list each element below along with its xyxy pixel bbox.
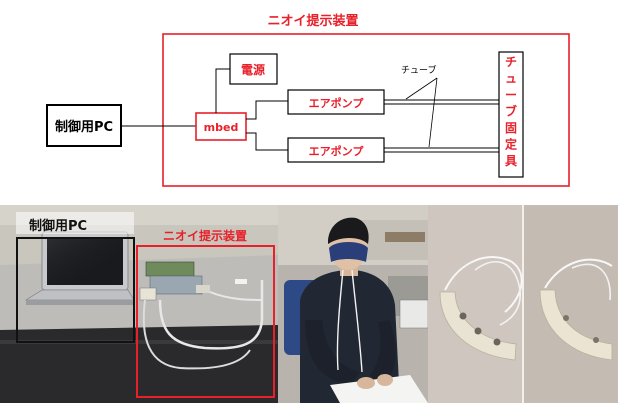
tube-holder-char: 具: [505, 154, 517, 168]
tube-photo-2: [209, 291, 263, 301]
tube-holder-char: ブ: [505, 104, 517, 119]
device-caption: ニオイ提示装置: [163, 228, 247, 243]
air-pump-2-label: エアポンプ: [309, 144, 365, 158]
laptop: [24, 231, 135, 305]
tube-callout-label: チューブ: [401, 64, 436, 76]
device-enclosure: [162, 33, 570, 187]
power-box: [229, 53, 278, 85]
setup-photo: 制御用PC ニオイ提示装置: [0, 205, 278, 403]
air-pump-2-box: [287, 137, 385, 163]
tube-1: [384, 99, 499, 105]
tube-photo-3: [142, 299, 251, 370]
device-hardware: [139, 261, 247, 301]
blindfold: [329, 242, 368, 262]
control-pc-label: 制御用PC: [55, 119, 113, 135]
block-diagram: ニオイ提示装置 制御用PC mbed 電源 エアポンプ エアポンプ チューブ チ…: [46, 13, 570, 187]
tube-callout-line-1: [405, 77, 438, 100]
tube-callout-line-2: [428, 77, 438, 148]
mbed-box: [195, 112, 247, 141]
mbed-power-wire: [215, 68, 230, 113]
mbed-label: mbed: [204, 121, 239, 134]
mbed-pump2-wire: [246, 132, 288, 151]
holder-right: [539, 289, 613, 361]
tube-holder-char: ュ: [505, 72, 517, 86]
tube-holder-box: [498, 51, 524, 178]
control-pc-box: [46, 104, 122, 147]
device-title: ニオイ提示装置: [267, 13, 358, 29]
pc-highlight-box: [16, 237, 135, 343]
tube-holder-char: 定: [505, 137, 517, 152]
air-pump-1-box: [287, 89, 385, 115]
tube-holder-char: ー: [505, 88, 517, 102]
tube-photo-1: [158, 280, 264, 350]
paper: [330, 375, 428, 403]
tube-holder-char: 固: [505, 121, 517, 135]
pc-caption: 制御用PC: [29, 218, 87, 234]
power-label: 電源: [241, 62, 265, 77]
tube-holder-photo: [428, 205, 618, 403]
device-highlight-box: [136, 245, 275, 398]
tube-holder-char: チ: [505, 55, 517, 69]
user-photo: [278, 205, 429, 403]
air-pump-1-label: エアポンプ: [309, 96, 365, 110]
mbed-pump1-wire: [246, 100, 288, 120]
tube-2: [384, 147, 499, 153]
